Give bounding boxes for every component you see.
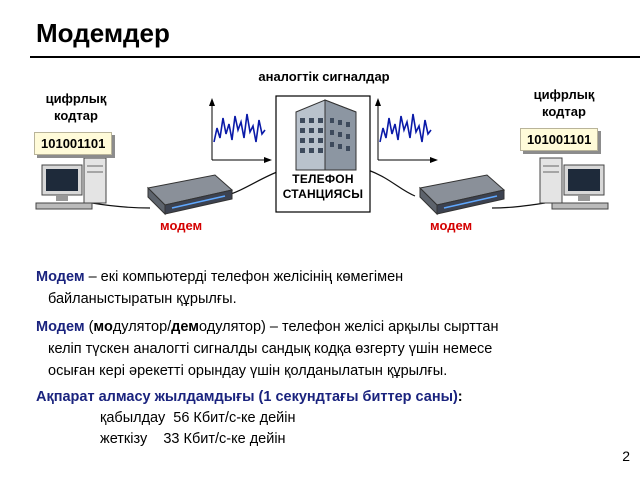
left-modem-label: модем — [160, 218, 203, 233]
speed-values: қабылдау 56 Кбит/с-ке дейін жеткізу 33 К… — [100, 408, 295, 450]
title-divider — [30, 56, 640, 58]
send-speed: жеткізу 33 Кбит/с-ке дейін — [100, 431, 286, 447]
left-modem-icon — [146, 174, 234, 216]
definition-paragraph-1: Модем – екі компьютерді телефон желісіні… — [36, 269, 404, 307]
left-code-box: 101001101 — [34, 132, 113, 155]
analog-signal-right-icon — [375, 98, 438, 163]
modem-diagram — [35, 95, 609, 216]
definition-paragraph-2: Модем (модулятор/демодулятор) – телефон … — [36, 319, 499, 379]
right-modem-icon — [418, 174, 506, 216]
station-label: ТЕЛЕФОН СТАНЦИЯСЫ — [282, 172, 364, 201]
left-digital-label: цифрлық кодтар — [45, 91, 107, 123]
right-computer-icon — [539, 157, 609, 210]
page-title: Модемдер — [36, 18, 170, 48]
building-icon — [295, 99, 357, 171]
receive-speed: қабылдау 56 Кбит/с-ке дейін — [100, 410, 296, 426]
speed-heading: Ақпарат алмасу жылдамдығы (1 секундтағы … — [36, 389, 463, 405]
right-modem-label: модем — [430, 218, 473, 233]
left-computer-icon — [35, 157, 107, 210]
page-number: 2 — [622, 448, 630, 464]
right-digital-label: цифрлық кодтар — [533, 87, 595, 119]
analog-signal-left-icon — [209, 98, 272, 163]
right-code-box: 101001101 — [520, 128, 599, 151]
analog-signals-label: аналогтік сигналдар — [258, 69, 390, 84]
